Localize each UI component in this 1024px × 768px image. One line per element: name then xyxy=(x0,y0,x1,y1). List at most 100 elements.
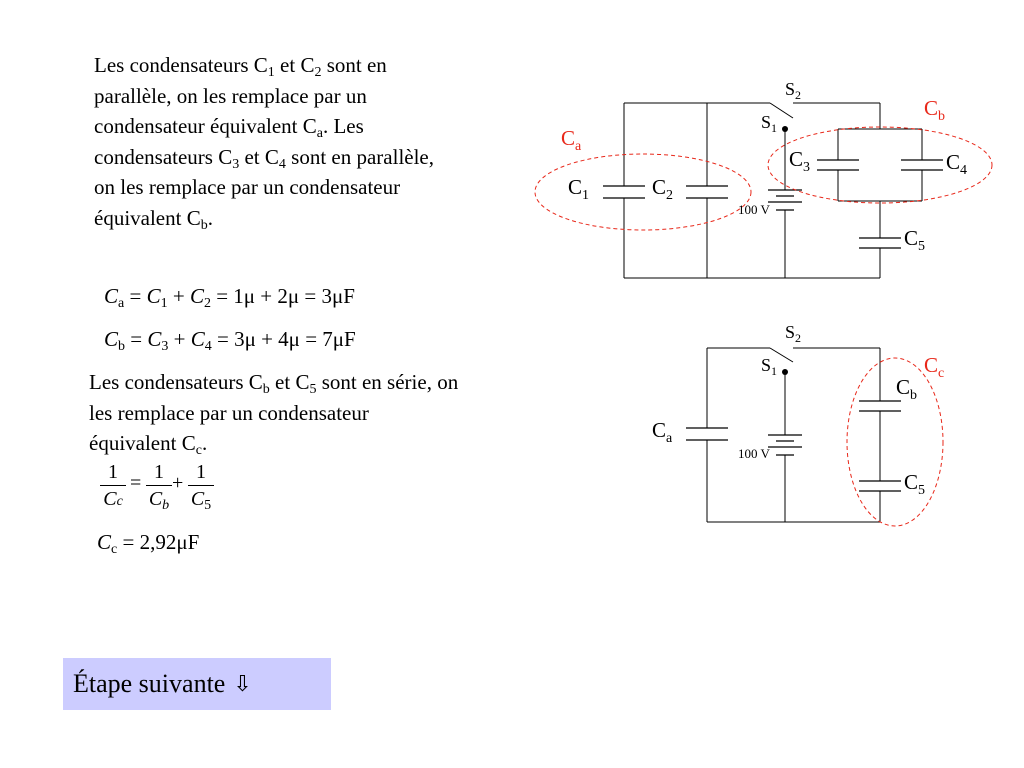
numerator: 1 xyxy=(196,461,206,483)
fraction-bar xyxy=(146,485,172,486)
paragraph-parallel: Les condensateurs C1 et C2 sont en paral… xyxy=(94,50,459,233)
subscript: 3 xyxy=(232,156,240,172)
numerator: 1 xyxy=(108,461,118,483)
label-s2: S2 xyxy=(785,79,801,102)
text-run: Les condensateurs C xyxy=(89,370,263,394)
subscript: 3 xyxy=(161,339,169,354)
subscript: 5 xyxy=(309,382,317,397)
label-voltage: 100 V xyxy=(738,202,771,217)
circuit-top-wires xyxy=(623,102,923,279)
text-run: et C xyxy=(269,370,310,394)
switch-s1-contact xyxy=(782,369,788,375)
label-c5: C5 xyxy=(904,470,925,498)
text-run: et C xyxy=(274,53,315,77)
eq-symbol: C xyxy=(104,327,119,351)
plus-sign: + xyxy=(172,472,184,494)
eq-symbol: C xyxy=(190,488,205,510)
eq-symbol: C xyxy=(190,327,205,351)
subscript: 4 xyxy=(204,339,212,354)
subscript: 2 xyxy=(203,296,211,311)
eq-values: = 3μ + 4μ = 7μF xyxy=(211,327,356,351)
denominator: Cb xyxy=(148,488,170,513)
subscript: a xyxy=(316,126,323,141)
label-c3: C3 xyxy=(789,147,810,175)
denominator: C5 xyxy=(190,488,212,513)
label-s2: S2 xyxy=(785,322,801,345)
fraction-1-over-cb: 1 Cb xyxy=(146,461,172,513)
switch-blade xyxy=(769,102,794,119)
paragraph-series: Les condensateurs Cb et C5 sont en série… xyxy=(89,367,459,459)
label-c2: C2 xyxy=(652,175,673,203)
down-arrow-icon: ⇩ xyxy=(233,671,252,697)
circuit-bottom-plates xyxy=(686,400,901,492)
subscript: b xyxy=(118,339,126,354)
circuit-bottom-wires xyxy=(706,347,881,523)
subscript: 2 xyxy=(314,65,322,80)
eq-subscript: b xyxy=(162,498,170,513)
fraction-bar xyxy=(100,485,126,486)
switch-s1-contact xyxy=(782,126,788,132)
text-run: . Les condensateurs C xyxy=(94,114,364,169)
next-step-label: Étape suivante xyxy=(73,669,226,698)
denominator: Cc xyxy=(103,488,123,511)
switch-blade xyxy=(769,347,794,363)
label-cb: Cb xyxy=(896,375,917,403)
eq-symbol: C xyxy=(148,488,163,510)
text-run: sont en parallèle, on les remplace par u… xyxy=(94,144,434,230)
label-c5: C5 xyxy=(904,226,925,254)
eq-symbol: C xyxy=(147,327,162,351)
subscript: b xyxy=(262,382,270,397)
text-run: Les condensateurs C xyxy=(94,53,268,77)
subscript: 4 xyxy=(278,156,286,172)
fraction-1-over-c5: 1 C5 xyxy=(188,461,214,513)
group-ca-ellipse xyxy=(534,153,752,231)
text-run: et C xyxy=(239,144,279,169)
eq-symbol: C xyxy=(97,530,112,554)
label-s1: S1 xyxy=(761,112,777,135)
eq-subscript: 5 xyxy=(204,498,212,513)
label-voltage: 100 V xyxy=(738,446,771,461)
label-cb: Cb xyxy=(924,96,945,124)
text-run: . xyxy=(201,431,208,455)
fraction-1-over-cc: 1 Cc xyxy=(100,461,126,511)
eq-operator: + xyxy=(168,327,191,351)
subscript: 1 xyxy=(160,296,168,311)
eq-symbol: C xyxy=(189,284,204,308)
next-step-button[interactable]: Étape suivante ⇩ xyxy=(63,658,331,710)
text-run: sont en parallèle, on les remplace par u… xyxy=(94,53,387,138)
equation-ca: Ca = C1 + C2 = 1μ + 2μ = 3μF xyxy=(104,284,355,311)
text-run: sont en série, on les remplace par un co… xyxy=(89,370,459,455)
result-cc: Cc = 2,92μF xyxy=(97,530,200,557)
eq-subscript: c xyxy=(116,494,123,509)
label-ca: Ca xyxy=(652,418,673,446)
equals-sign: = xyxy=(130,472,142,494)
eq-operator: = xyxy=(125,327,148,351)
eq-operator: + xyxy=(167,284,190,308)
eq-symbol: C xyxy=(103,488,117,510)
label-c4: C4 xyxy=(946,150,967,178)
fraction-bar xyxy=(188,485,214,486)
subscript: a xyxy=(118,296,125,311)
eq-symbol: C xyxy=(104,284,119,308)
circuit-top-plates xyxy=(603,159,943,249)
group-cb-ellipse xyxy=(767,126,993,204)
subscript: 1 xyxy=(267,65,275,80)
equation-cb: Cb = C3 + C4 = 3μ + 4μ = 7μF xyxy=(104,327,356,354)
label-s1: S1 xyxy=(761,355,777,378)
text-run: . xyxy=(207,205,213,230)
label-ca: Ca xyxy=(561,126,582,154)
eq-values: = 1μ + 2μ = 3μF xyxy=(210,284,355,308)
subscript: c xyxy=(195,443,202,458)
subscript: c xyxy=(111,542,118,557)
eq-values: = 2,92μF xyxy=(117,530,200,554)
eq-symbol: C xyxy=(146,284,161,308)
label-c1: C1 xyxy=(568,175,589,203)
group-cc-ellipse xyxy=(846,357,944,527)
numerator: 1 xyxy=(154,461,164,483)
label-cc: Cc xyxy=(924,353,944,381)
subscript: b xyxy=(200,217,208,233)
eq-operator: = xyxy=(124,284,147,308)
